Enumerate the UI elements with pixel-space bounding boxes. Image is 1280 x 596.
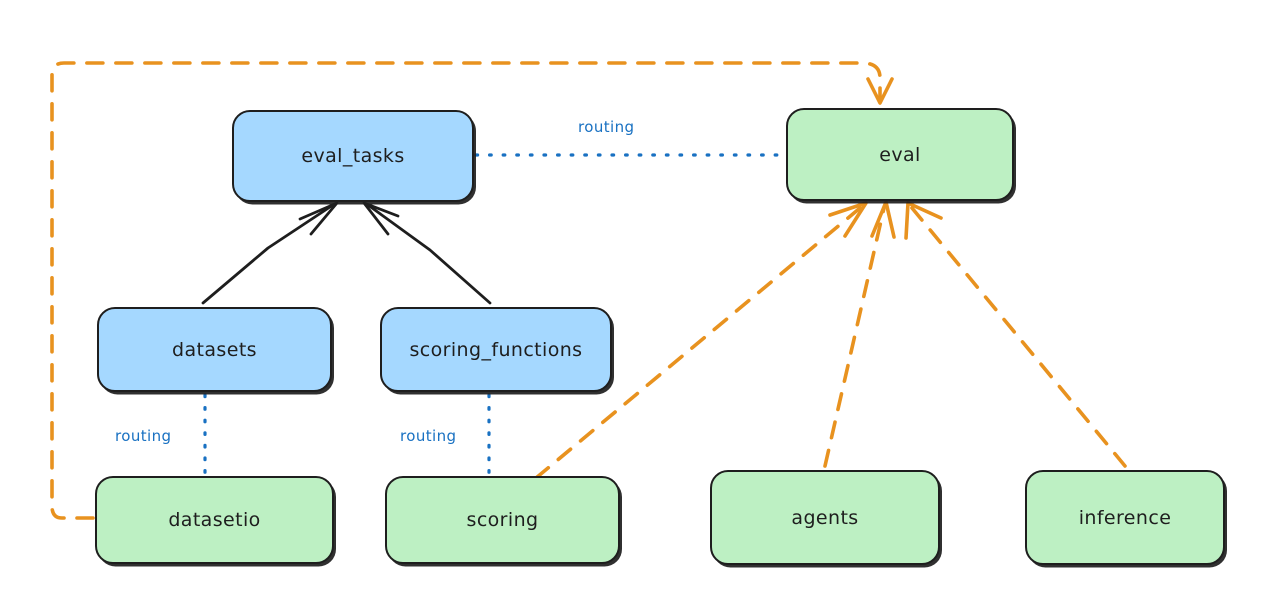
node-scoring[interactable]: scoring [385, 476, 620, 564]
node-label-datasetio: datasetio [168, 509, 261, 531]
node-label-eval: eval [879, 143, 921, 166]
node-eval-tasks[interactable]: eval_tasks [232, 110, 474, 202]
node-eval[interactable]: eval [786, 108, 1014, 201]
node-label-agents: agents [791, 506, 859, 529]
node-inference[interactable]: inference [1025, 470, 1225, 565]
edge-label-routing-scoring: routing [400, 427, 457, 445]
node-datasets[interactable]: datasets [97, 307, 332, 392]
node-label-datasets: datasets [172, 338, 257, 361]
node-label-inference: inference [1078, 506, 1172, 529]
node-scoring-functions[interactable]: scoring_functions [380, 307, 612, 392]
edge-scoring-functions-to-eval-tasks [362, 201, 492, 305]
edge-label-routing-datasets: routing [115, 427, 172, 445]
node-label-eval-tasks: eval_tasks [301, 145, 405, 167]
edge-datasets-to-eval-tasks [201, 201, 339, 305]
edge-inference-to-eval [904, 201, 1127, 468]
node-label-scoring-functions: scoring_functions [409, 338, 583, 361]
node-label-scoring: scoring [466, 509, 539, 531]
node-datasetio[interactable]: datasetio [95, 476, 334, 564]
node-agents[interactable]: agents [710, 470, 940, 565]
edge-agents-to-eval [823, 200, 896, 468]
edge-label-routing-eval-tasks: routing [578, 118, 635, 136]
